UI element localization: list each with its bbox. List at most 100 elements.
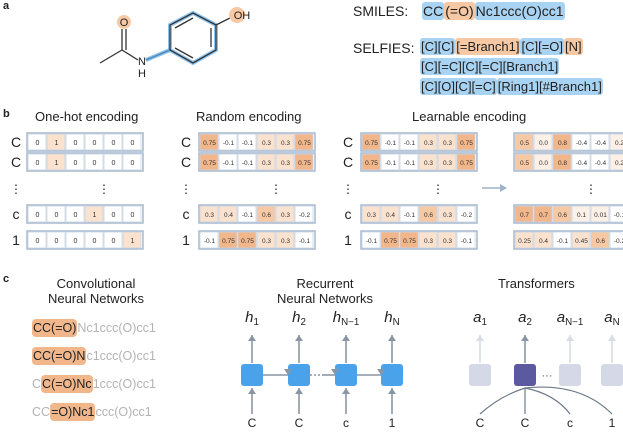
random-cell [275, 153, 295, 171]
cnn-title-line1: Convolutional [56, 276, 136, 291]
learn-before-cell [399, 231, 419, 249]
attention-arc [524, 387, 571, 415]
row-label: C [11, 154, 21, 170]
learn-before-cell-value: 0.3 [443, 212, 452, 219]
learn-before-cell [418, 231, 438, 249]
rnn-up-arrow-icon-head [295, 335, 303, 341]
onehot-cell-value: 0 [112, 160, 116, 167]
cnn-prefix: CC [32, 405, 51, 419]
attention-arc [479, 387, 526, 415]
random-cell-value: 0.6 [262, 212, 271, 219]
learn-after-cell-value: -0.1 [614, 212, 623, 219]
cnn-window-row: CC=O)Nc1ccc(O)cc1 [32, 403, 156, 431]
transformer-up-arrow-icon-head [566, 335, 574, 341]
random-cell [218, 231, 238, 249]
learn-before-cell-value: 0.75 [384, 238, 397, 245]
learn-after-cell-value: 0.0 [539, 140, 548, 147]
cnn-window-highlight: C(=O)Nc [41, 375, 93, 393]
learn-before-cell-value: 0.3 [424, 238, 433, 245]
row-label: 1 [182, 232, 190, 248]
learn-before-cell-value: -0.1 [385, 160, 397, 167]
cnn-window-highlight: CC(=O)N [32, 347, 87, 365]
rnn-input-arrow-icon-head [295, 388, 303, 394]
random-cell [218, 133, 238, 151]
random-cell-value: 0.3 [281, 238, 290, 245]
row-label: c [183, 206, 190, 222]
random-cell [294, 205, 314, 223]
selfies-line: [C][O][C][=C][Ring1][#Branch1] [420, 78, 603, 95]
random-cell-value: 0.75 [241, 238, 254, 245]
transformer-up-arrow-icon-head [521, 335, 529, 341]
learn-after-cell [571, 133, 591, 151]
transformer-output-label: a2 [518, 310, 532, 328]
learn-after-cell-value: 0.1 [577, 212, 586, 219]
random-cell-value: 0.75 [298, 160, 311, 167]
transformer-block [601, 364, 623, 386]
rnn-title-line1: Recurrent [296, 276, 354, 291]
onehot-cell [65, 153, 85, 171]
random-cell [199, 205, 219, 223]
onehot-cell [46, 133, 66, 151]
learn-before-cell [380, 153, 400, 171]
transformer-output-label: a1 [473, 310, 487, 328]
learn-after-cell-value: 0.5 [520, 140, 529, 147]
transformer-block [514, 364, 536, 386]
onehot-cell [84, 153, 104, 171]
learn-after-cell-value: 0.01 [594, 212, 607, 219]
rnn-output-label: hN [384, 310, 399, 328]
random-cell-value: 0.75 [298, 140, 311, 147]
learn-before-cell-value: 0.3 [443, 238, 452, 245]
onehot-row-frame [26, 204, 144, 224]
learn-after-cell-value: 0.6 [558, 212, 567, 219]
random-cell [237, 133, 257, 151]
learn-before-cell-value: -0.1 [404, 140, 416, 147]
learn-before-row-frame [360, 230, 478, 250]
rnn-input-token: C [248, 416, 257, 430]
vertical-ellipsis: ⋮ [585, 182, 597, 196]
random-cell-value: 0.3 [262, 160, 271, 167]
row-label: 1 [12, 232, 20, 248]
learn-before-cell-value: -0.1 [461, 238, 473, 245]
learn-before-cell-value: 0.75 [460, 160, 473, 167]
random-cell [256, 153, 276, 171]
transformer-input-token: 1 [609, 416, 616, 430]
learn-after-cell [533, 205, 553, 223]
cnn-suffix: 1ccc(O)cc1 [92, 377, 156, 391]
cnn-window-row: CC(=O)Nc1ccc(O)cc1 [32, 375, 156, 403]
transformer-input-token: C [476, 416, 485, 430]
random-cell-value: 0.3 [262, 140, 271, 147]
rnn-cell [335, 364, 357, 386]
onehot-cell-value: 0 [93, 140, 97, 147]
transformer-block [559, 364, 581, 386]
onehot-cell-value: 1 [55, 160, 59, 167]
selfies-line: [C][C][=Branch1][C][=O][N] [420, 38, 603, 55]
row-label: C [181, 134, 191, 150]
selfies-token: [C][C] [420, 38, 456, 55]
random-cell [256, 205, 276, 223]
rnn-recurrent-arrow-icon-head [377, 369, 385, 375]
random-cell [294, 231, 314, 249]
rnn-cell [381, 364, 403, 386]
learn-before-cell [418, 205, 438, 223]
learn-before-cell-value: 0.4 [386, 212, 395, 219]
learn-before-cell [418, 133, 438, 151]
learn-after-cell-value: 0.6 [596, 238, 605, 245]
molecule-structure: O N H OH [99, 7, 250, 80]
rnn-input-arrow-icon-head [248, 388, 256, 394]
onehot-cell [46, 231, 66, 249]
rnn-input-arrow-icon-head [388, 388, 396, 394]
learn-after-cell [590, 205, 610, 223]
selfies-token: [C][=O] [520, 38, 565, 55]
row-label: C [181, 154, 191, 170]
onehot-cell [122, 231, 142, 249]
row-label: c [13, 206, 20, 222]
onehot-cell [103, 205, 123, 223]
random-cell [275, 205, 295, 223]
learn-after-cell [533, 231, 553, 249]
learn-before-cell-value: -0.2 [461, 212, 473, 219]
cnn-suffix: ccc(O)cc1 [95, 405, 152, 419]
onehot-cell [103, 133, 123, 151]
onehot-cell-value: 0 [112, 212, 116, 219]
